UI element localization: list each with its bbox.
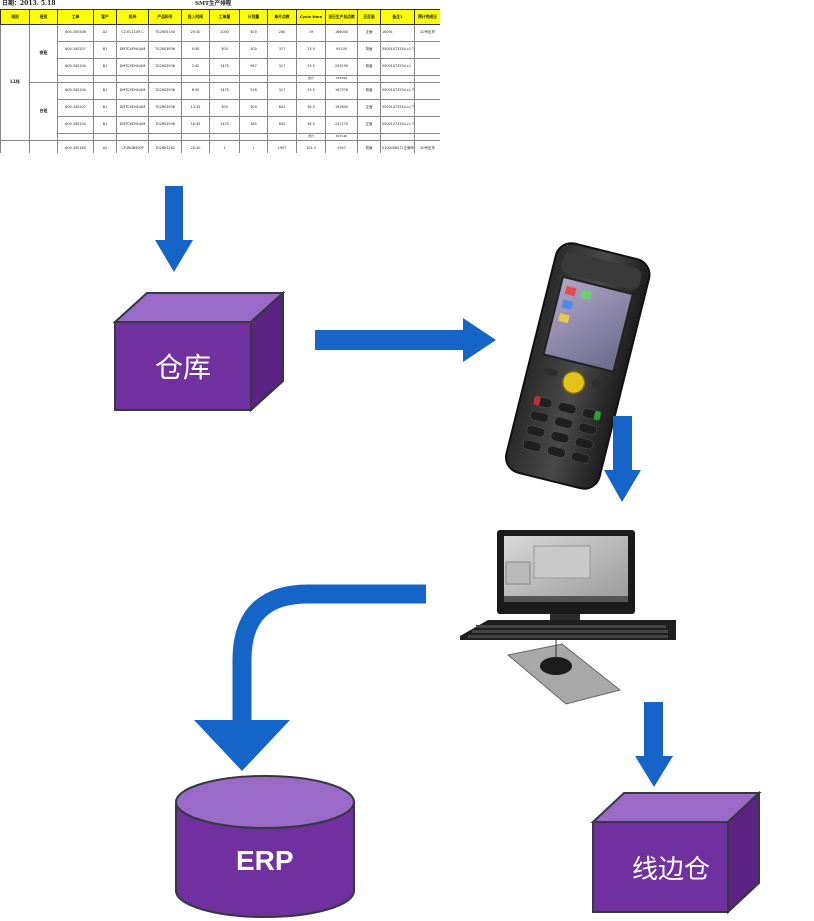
schedule-title: SMT生产排程 — [195, 1, 232, 7]
schedule-header-cell: 工单 — [57, 9, 94, 25]
erp-database — [175, 775, 355, 918]
schedule-date: 日期：2013. 5.18 — [2, 0, 56, 7]
schedule-cell-shift: 夜班 — [29, 24, 58, 83]
warehouse-box — [112, 290, 286, 413]
schedule-header-cell: 计划量 — [239, 9, 268, 25]
arrow-computer-to-line-warehouse — [635, 702, 673, 787]
schedule-cell-line: L1线 — [0, 24, 30, 141]
schedule-header-cell: 产品料号 — [148, 9, 182, 25]
schedule-header-cell: 班别 — [29, 9, 58, 25]
arrow-table-to-warehouse — [155, 186, 193, 272]
schedule-header-cell: 预计完成日 — [414, 9, 440, 25]
arrow-computer-to-erp — [194, 584, 426, 771]
arrow-warehouse-to-handheld — [315, 318, 496, 362]
production-schedule-table: 日期：2013. 5.18 SMT生产排程 线别班别工单客户机种产品料号投入时间… — [0, 0, 440, 153]
desktop-computer-icon — [460, 530, 676, 705]
warehouse-label: 仓库 — [155, 351, 212, 384]
schedule-header-cell: 线别 — [0, 9, 30, 25]
schedule-cell-shift: 白班 — [29, 82, 58, 141]
line-warehouse-box — [590, 790, 762, 915]
schedule-cell-due: 20号出货 — [414, 140, 440, 153]
erp-label: ERP — [236, 845, 294, 876]
schedule-header-cell: Cycle time — [296, 9, 326, 25]
schedule-header-cell: 投入时间 — [181, 9, 210, 25]
schedule-header-cell: 单片点数 — [267, 9, 297, 25]
handheld-scanner-icon — [505, 242, 651, 490]
schedule-header-cell: 当日生产总点数 — [325, 9, 358, 25]
arrow-handheld-to-computer — [604, 416, 641, 502]
line-warehouse-label: 线边仓 — [632, 855, 711, 885]
